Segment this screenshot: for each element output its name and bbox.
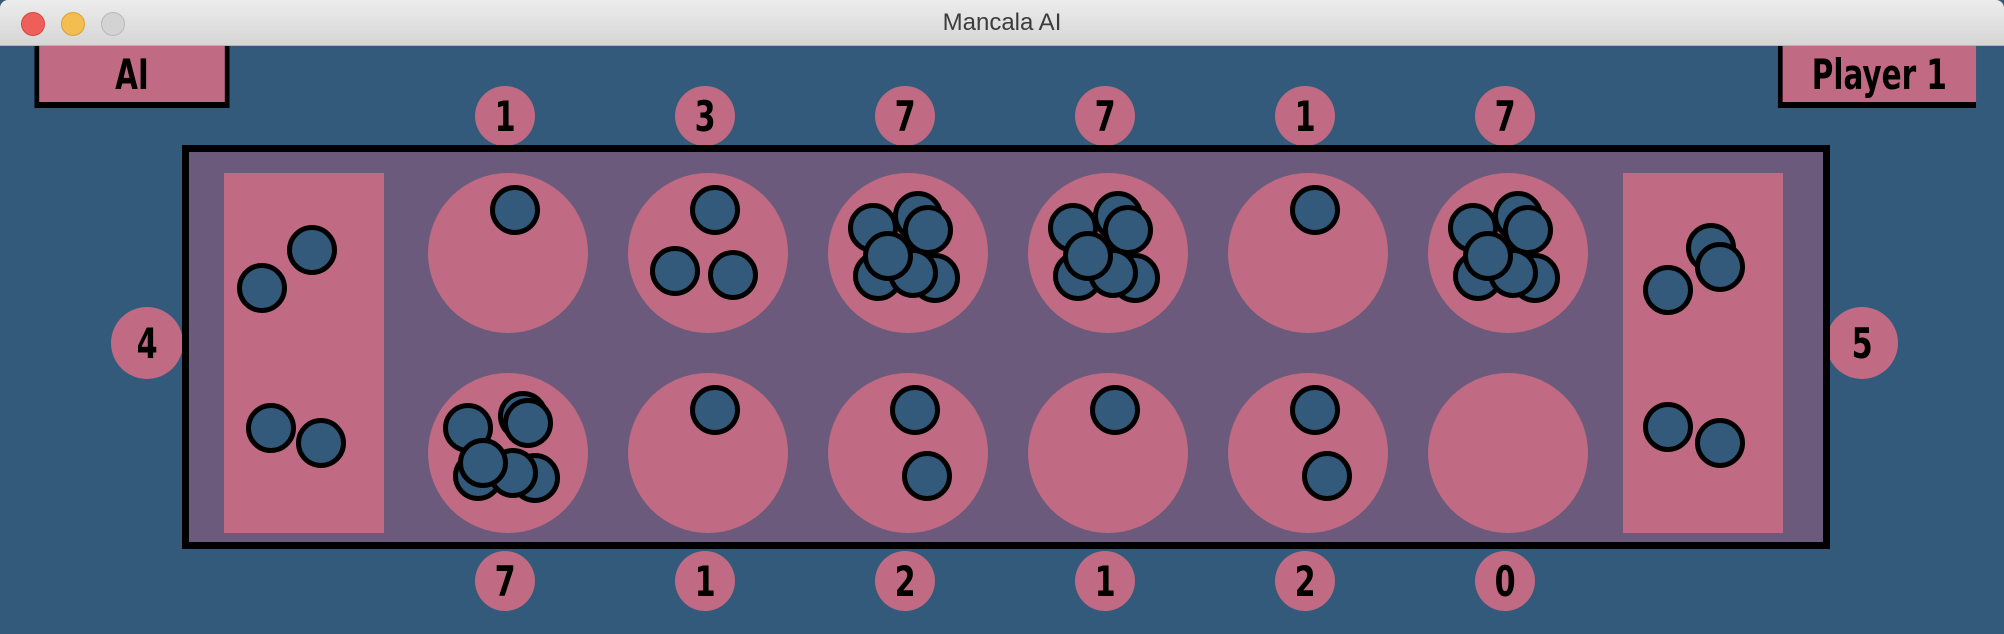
- stone: [708, 250, 758, 300]
- top-pit-1[interactable]: [428, 173, 588, 333]
- stone: [503, 398, 553, 448]
- stone: [890, 385, 940, 435]
- close-window-button[interactable]: [21, 12, 45, 36]
- bottom-pit-3-count: 2: [875, 551, 935, 611]
- top-pit-2-count: 3: [675, 86, 735, 146]
- top-pit-3-count: 7: [875, 86, 935, 146]
- left-store: [224, 173, 384, 533]
- top-pit-1-count: 1: [475, 86, 535, 146]
- bottom-pit-2-count: 1: [675, 551, 735, 611]
- stone: [1103, 205, 1153, 255]
- stone: [1290, 185, 1340, 235]
- bottom-pit-4-count: 1: [1075, 551, 1135, 611]
- window-titlebar: Mancala AI: [0, 0, 2004, 46]
- stone: [863, 231, 913, 281]
- top-pit-6-count: 7: [1475, 86, 1535, 146]
- ai-player-label: AI: [34, 46, 230, 108]
- game-area: AI Player 1 1 3 7 7 1 7 4 5: [0, 46, 2004, 634]
- maximize-window-button[interactable]: [101, 12, 125, 36]
- bottom-pit-5-count: 2: [1275, 551, 1335, 611]
- top-pit-3[interactable]: [828, 173, 988, 333]
- bottom-pit-1[interactable]: [428, 373, 588, 533]
- stone: [1695, 418, 1745, 468]
- top-pit-4[interactable]: [1028, 173, 1188, 333]
- minimize-window-button[interactable]: [61, 12, 85, 36]
- bottom-pit-6-count: 0: [1475, 551, 1535, 611]
- stone: [287, 225, 337, 275]
- stone: [490, 185, 540, 235]
- window-title: Mancala AI: [942, 9, 1062, 36]
- left-store-count: 4: [111, 307, 183, 379]
- right-store-count: 5: [1826, 307, 1898, 379]
- stone: [296, 418, 346, 468]
- bottom-pit-1-count: 7: [475, 551, 535, 611]
- bottom-pit-2[interactable]: [628, 373, 788, 533]
- stone: [246, 403, 296, 453]
- bottom-pit-4[interactable]: [1028, 373, 1188, 533]
- stone: [650, 246, 700, 296]
- bottom-pit-3[interactable]: [828, 373, 988, 533]
- stone: [1643, 402, 1693, 452]
- stone: [1463, 231, 1513, 281]
- player1-label: Player 1: [1777, 46, 1977, 108]
- bottom-pit-5[interactable]: [1228, 373, 1388, 533]
- bottom-pit-6[interactable]: [1428, 373, 1588, 533]
- stone: [1290, 385, 1340, 435]
- stone: [458, 438, 508, 488]
- mancala-board: [182, 145, 1830, 549]
- stone: [237, 263, 287, 313]
- stone: [690, 185, 740, 235]
- top-pit-6[interactable]: [1428, 173, 1588, 333]
- top-pit-5[interactable]: [1228, 173, 1388, 333]
- top-pit-2[interactable]: [628, 173, 788, 333]
- top-pit-4-count: 7: [1075, 86, 1135, 146]
- right-store: [1623, 173, 1783, 533]
- stone: [902, 451, 952, 501]
- stone: [1090, 385, 1140, 435]
- stone: [1643, 265, 1693, 315]
- stone: [1695, 242, 1745, 292]
- stone: [1063, 231, 1113, 281]
- top-pit-5-count: 1: [1275, 86, 1335, 146]
- stone: [1302, 451, 1352, 501]
- stone: [690, 385, 740, 435]
